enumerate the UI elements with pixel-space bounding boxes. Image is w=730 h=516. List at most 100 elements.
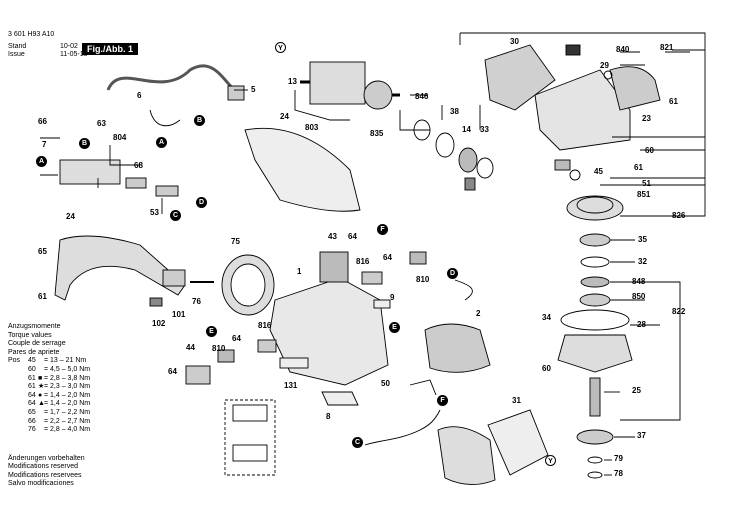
part-78: 78 [614, 469, 623, 478]
marker-d-2: D [447, 268, 458, 279]
torque-pos: 64 [28, 400, 36, 408]
part-64-b: 64 [383, 253, 392, 262]
part-840: 840 [616, 45, 630, 54]
torque-pos: 76 [28, 426, 36, 434]
torque-title-de: Anzugsmomente [8, 323, 61, 330]
motor-housing [269, 277, 389, 386]
part-804: 804 [113, 133, 127, 142]
marker-e-2: E [389, 322, 400, 333]
part-6: 6 [137, 91, 142, 100]
part-64-c: 64 [232, 334, 241, 343]
torque-pos: 65 [28, 408, 36, 416]
part-75: 75 [231, 237, 240, 246]
power-plug [227, 85, 245, 101]
part-28: 28 [637, 320, 646, 329]
torque-pos: 61 [28, 383, 36, 391]
torque-row: 60= 4,5 – 5,0 Nm [8, 366, 90, 375]
bearing-flange [557, 334, 633, 373]
torque-pos: 61 [28, 374, 36, 382]
part-33: 33 [480, 125, 489, 134]
part-60-bottom: 60 [542, 364, 551, 373]
marker-b-2: B [79, 138, 90, 149]
torque-val: = 1,4 – 2,0 Nm [44, 391, 91, 399]
part-35: 35 [638, 235, 647, 244]
marker-d-1: D [196, 197, 207, 208]
stand-label: Stand [8, 43, 27, 50]
part-846: 846 [415, 92, 429, 101]
pos-label: Pos [8, 357, 21, 365]
marker-y-2: Y [545, 455, 556, 466]
torque-val: = 1,7 – 2,2 Nm [44, 408, 91, 416]
marker-y-1: Y [275, 42, 286, 53]
marker-a-2: A [36, 156, 47, 167]
part-816-a: 816 [356, 257, 370, 266]
part-63: 63 [97, 119, 106, 128]
torque-val: = 1,4 – 2,0 Nm [44, 400, 91, 408]
torque-val: = 2,3 – 3,0 Nm [44, 383, 91, 391]
part-835: 835 [370, 129, 384, 138]
part-848: 848 [632, 277, 646, 286]
torque-sym: ★ [38, 383, 45, 391]
torque-row: 61■= 2,8 – 3,8 Nm [8, 375, 90, 384]
modifications-notes: Änderungen vorbehalten Modifications res… [8, 455, 85, 489]
torque-pos: 60 [28, 365, 36, 373]
part-8: 8 [326, 412, 331, 421]
guard-cover-23 [609, 66, 661, 111]
marker-c-2: C [352, 437, 363, 448]
torque-val: = 2,8 – 4,0 Nm [44, 426, 91, 434]
torque-title-en: Torque values [8, 331, 52, 339]
part-37: 37 [637, 431, 646, 440]
part-821: 821 [660, 43, 674, 52]
torque-row: 64▲= 1,4 – 2,0 Nm [8, 400, 90, 409]
part-23: 23 [642, 114, 651, 123]
power-cable [106, 64, 241, 97]
armature [300, 61, 400, 110]
part-25: 25 [632, 386, 641, 395]
part-32: 32 [638, 257, 647, 266]
part-45: 45 [594, 167, 603, 176]
spindle [589, 377, 601, 417]
part-803: 803 [305, 123, 319, 132]
marker-f-1: F [377, 224, 388, 235]
part-30: 30 [510, 37, 519, 46]
torque-val: = 13 – 21 Nm [44, 357, 87, 365]
torque-pos: 66 [28, 417, 36, 425]
part-64-a: 64 [348, 232, 357, 241]
part-14: 14 [462, 125, 471, 134]
torque-sym: ● [38, 391, 43, 399]
doc-number: 3 601 H93 A10 [8, 31, 55, 38]
note-de: Änderungen vorbehalten [8, 455, 85, 462]
torque-pos: 45 [28, 357, 36, 365]
part-9: 9 [390, 293, 395, 302]
part-64-d: 64 [168, 367, 177, 376]
marker-b-1: B [194, 115, 205, 126]
issue-label: Issue [8, 51, 25, 58]
rear-handle [54, 235, 186, 301]
part-5: 5 [251, 85, 256, 94]
part-7: 7 [42, 140, 47, 149]
torque-row: 61★= 2,3 – 3,0 Nm [8, 383, 90, 392]
part-31: 31 [512, 396, 521, 405]
brush-holder-30 [484, 44, 556, 111]
baffle [437, 426, 496, 485]
field-coil-75 [221, 254, 275, 316]
issue-date: 11-05-18 [60, 51, 88, 58]
note-en: Modifications reserved [8, 463, 79, 471]
fan [487, 409, 549, 476]
torque-row: 64●= 1,4 – 2,0 Nm [8, 392, 90, 401]
part-61-left: 61 [38, 292, 47, 301]
marker-a-1: A [156, 137, 167, 148]
part-29: 29 [600, 61, 609, 70]
stator [424, 323, 491, 373]
part-61-mid: 61 [634, 163, 643, 172]
part-44: 44 [186, 343, 195, 352]
torque-row: 76 = 2,8 – 4,0 Nm [8, 426, 90, 435]
marker-f-2: F [437, 395, 448, 406]
note-es: Salvo modificaciones [8, 480, 74, 488]
part-851: 851 [637, 190, 651, 199]
handle-housing [244, 127, 361, 212]
part-61-top: 61 [669, 97, 678, 106]
figure-label: Fig./Abb. 1 [82, 43, 138, 55]
part-79: 79 [614, 454, 623, 463]
